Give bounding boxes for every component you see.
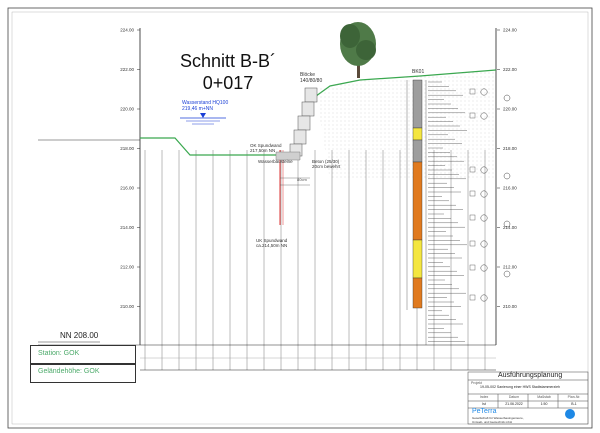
soil-hatch bbox=[315, 70, 496, 180]
beton-l2: 20cm bewehrt bbox=[312, 164, 341, 169]
tb-value-date: 21.06.2022 bbox=[505, 402, 523, 406]
left-ticks-label: 216.00 bbox=[120, 186, 134, 191]
firm-name: PeTerra bbox=[472, 408, 497, 415]
water-level-label: Wasserstand HQ100 219,46 m+NN bbox=[182, 100, 228, 112]
left-ticks-label: 222.00 bbox=[120, 67, 134, 72]
dimension-label: 80cm bbox=[297, 177, 307, 182]
section-title: Schnitt B-B´ 0+017 bbox=[168, 50, 288, 94]
wasserbau-annotation: Wasserbausteine bbox=[258, 159, 293, 164]
left-ticks-label: 214.00 bbox=[120, 225, 134, 230]
beton-l1: Beton (25/30) bbox=[312, 159, 340, 164]
right-ticks-label: 214.00 bbox=[503, 225, 517, 230]
tb-label-scale: Maßstab bbox=[537, 395, 551, 399]
gelaende-label: Geländehöhe: GOK bbox=[38, 368, 100, 375]
left-ticks-label: 224.00 bbox=[120, 28, 134, 33]
section-title-line1: Schnitt B-B´ bbox=[179, 51, 277, 71]
tb-label-date: Datum bbox=[508, 395, 520, 399]
right-ticks-label: 222.00 bbox=[503, 67, 517, 72]
plan-phase: Ausführungsplanung bbox=[498, 372, 563, 379]
water-level-label-value: 219,46 m+NN bbox=[182, 106, 213, 112]
block-annotation-l1: Blöcke bbox=[300, 72, 316, 78]
borehole-description bbox=[428, 81, 467, 342]
section-title-line2: 0+017 bbox=[202, 73, 254, 93]
borehole-column bbox=[406, 79, 427, 345]
borehole-label: BK01 bbox=[412, 69, 425, 75]
tb-label-plan: Plan-Nr. bbox=[567, 395, 581, 399]
stone-blocks bbox=[289, 87, 318, 157]
firm-logo-icon bbox=[565, 409, 575, 419]
left-ticks-label: 210.00 bbox=[120, 304, 134, 309]
ok-spundwand-l1: OK Spundwand bbox=[250, 143, 282, 148]
station-box bbox=[30, 345, 136, 365]
block-annotation-l2: 140/80/80 bbox=[300, 78, 323, 84]
right-ticks-label: 224.00 bbox=[503, 28, 517, 33]
gelaende-box bbox=[30, 363, 136, 383]
title-block bbox=[467, 371, 589, 425]
water-level-symbol bbox=[180, 113, 226, 125]
uk-spundwand-l2: ca.214,50m NN bbox=[256, 243, 288, 248]
right-ticks-label: 216.00 bbox=[503, 186, 517, 191]
tb-value-plan: B-1 bbox=[571, 402, 577, 406]
left-ticks-label: 218.00 bbox=[120, 146, 134, 151]
sample-markers bbox=[469, 88, 511, 302]
uk-spundwand-annotation: UK Spundwand ca.214,50m NN bbox=[256, 238, 287, 248]
nn-reference: NN 208.00 bbox=[60, 331, 99, 340]
right-ticks-label: 210.00 bbox=[503, 304, 517, 309]
tree-icon bbox=[340, 22, 376, 78]
uk-spundwand-l1: UK Spundwand bbox=[256, 238, 288, 243]
tb-value-index: Ist bbox=[482, 402, 486, 406]
station-grid bbox=[144, 150, 486, 370]
right-ticks-label: 218.00 bbox=[503, 146, 517, 151]
tb-label-index: Index bbox=[479, 395, 489, 399]
tb-value-scale: 1:50 bbox=[540, 402, 548, 406]
firm-sub1: Gesellschaft für Wasserbauingenieure, bbox=[472, 416, 524, 420]
block-annotation: Blöcke 140/80/80 bbox=[300, 72, 322, 84]
right-axis-ticks: 224.00 222.00 220.00 218.00 216.00 214.00 212.… bbox=[497, 28, 517, 309]
project-name: 19-05-002 Sanierung einer HWS Stadtstamm… bbox=[480, 385, 560, 389]
ok-spundwand-l2: 217,50m NN bbox=[250, 148, 276, 153]
right-ticks-label: 220.00 bbox=[503, 107, 517, 112]
beton-annotation: Beton (25/30) 20cm bewehrt bbox=[312, 159, 340, 169]
left-axis-ticks: 224.00 222.00 220.00 218.00 216.00 214.00 212.… bbox=[120, 28, 140, 309]
ok-spundwand-annotation: OK Spundwand 217,50m NN bbox=[250, 143, 282, 153]
water-level-label-name: Wasserstand HQ100 bbox=[182, 100, 229, 106]
firm-sub2: Umwelt- und Geotechnik mbH bbox=[472, 420, 513, 424]
station-label: Station: GOK bbox=[38, 350, 80, 357]
left-ticks-label: 220.00 bbox=[120, 107, 134, 112]
sheet-frame bbox=[7, 7, 593, 429]
project-label: Projekt bbox=[471, 381, 482, 385]
right-ticks-label: 212.00 bbox=[503, 265, 517, 270]
left-ticks-label: 212.00 bbox=[120, 265, 134, 270]
